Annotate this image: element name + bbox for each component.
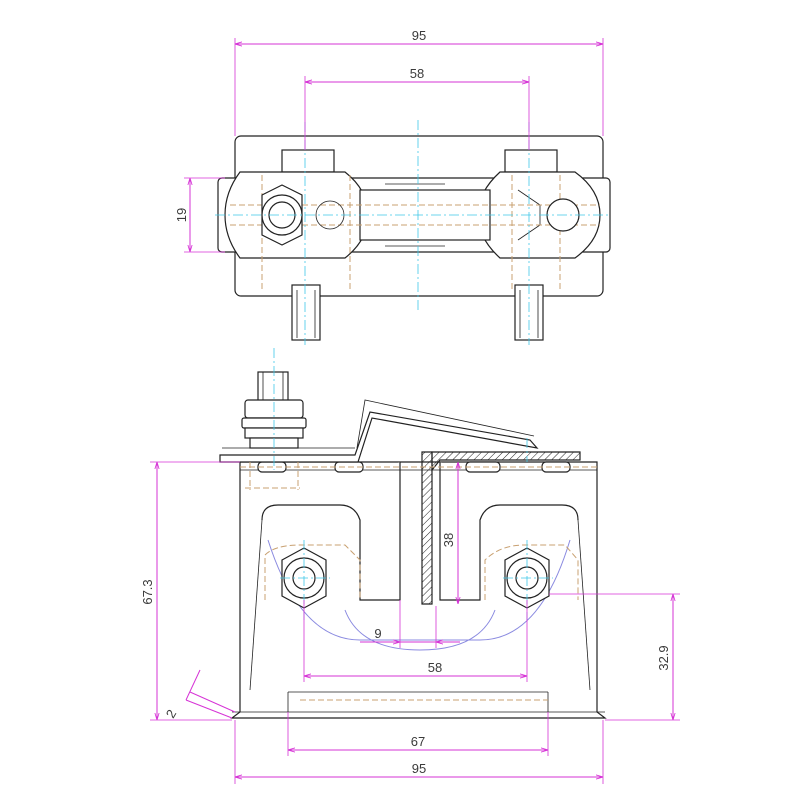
front-view-angle-section: [421, 451, 433, 605]
top-dim-height: 19: [174, 208, 189, 222]
top-view-bolt-shank-left: [291, 284, 321, 341]
front-view-hex-nut-left: [281, 547, 327, 609]
front-view-inner-right: [439, 462, 579, 601]
front-dim-bolt-height: 32.9: [656, 645, 671, 670]
front-dim-overall-width: 95: [412, 761, 426, 776]
front-dim-bolt-spacing: 58: [428, 660, 442, 675]
top-view-nut-left: [281, 149, 335, 173]
top-view-bolt-shank-right: [514, 284, 544, 341]
top-view: 95 58 19: [174, 28, 611, 345]
front-view: 67.3 38 9 58 32.9 67 95 2: [140, 348, 680, 784]
front-view-inner-left: [261, 462, 401, 601]
top-dim-bolt-spacing: 58: [410, 66, 424, 81]
front-dim-overall-height: 67.3: [140, 579, 155, 604]
front-dim-chamfer: 2: [163, 707, 180, 721]
top-view-nut-right: [504, 149, 558, 173]
front-view-clamp-lever: [219, 411, 539, 463]
front-dim-slot-depth: 38: [441, 533, 456, 547]
front-dim-base-inner: 67: [411, 734, 425, 749]
top-dim-overall-width: 95: [412, 28, 426, 43]
front-dim-slot-offset: 9: [374, 626, 381, 641]
